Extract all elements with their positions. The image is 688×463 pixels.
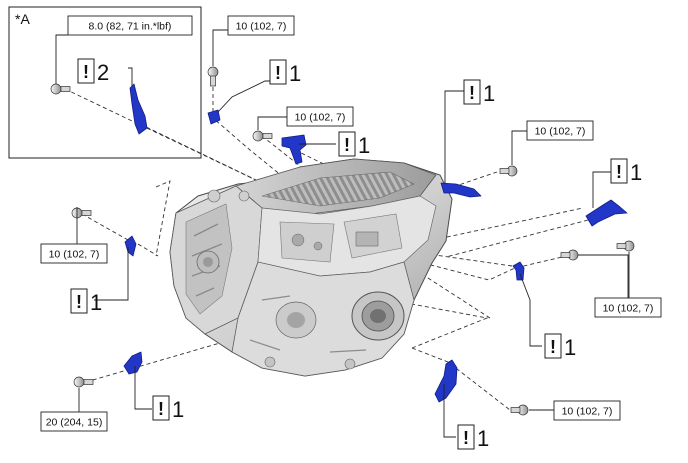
callout-bottom-left: ! 1: [152, 395, 184, 422]
svg-text:1: 1: [289, 61, 301, 86]
torque-upper-middle-bolt: 10 (102, 7): [286, 106, 354, 127]
svg-text:!: !: [463, 428, 469, 448]
svg-text:10 (102, 7): 10 (102, 7): [562, 406, 613, 418]
svg-text:1: 1: [172, 397, 184, 422]
svg-text:!: !: [83, 62, 89, 82]
svg-text:!: !: [158, 399, 164, 419]
svg-text:8.0 (82, 71 in.*lbf): 8.0 (82, 71 in.*lbf): [89, 21, 172, 33]
torque-specs: 8.0 (82, 71 in.*lbf) 10 (102, 7) 10 (102…: [40, 15, 662, 432]
svg-text:1: 1: [630, 160, 642, 185]
bolt-upper-right-icon: [499, 165, 518, 177]
svg-text:!: !: [275, 63, 281, 83]
svg-text:10 (102, 7): 10 (102, 7): [535, 126, 586, 138]
svg-text:!: !: [550, 337, 556, 357]
inset-label: *A: [15, 11, 30, 27]
torque-lower-left-bolt: 20 (204, 15): [40, 411, 108, 432]
svg-text:!: !: [469, 83, 475, 103]
bracket-right-lower: [512, 261, 525, 281]
bracket-upper-right: [440, 182, 482, 198]
svg-text:!: !: [76, 292, 82, 312]
svg-text:1: 1: [477, 426, 489, 451]
torque-left-bolt: 10 (102, 7): [40, 243, 108, 264]
bolt-lower-right-icon: [510, 404, 529, 416]
callout-top: ! 1: [269, 59, 301, 86]
solid-leader-lines: [55, 29, 630, 438]
brackets: [123, 83, 628, 403]
bracket-upper-middle: [281, 134, 307, 165]
callout-right-lower: ! 1: [544, 333, 576, 360]
torque-upper-right-bolt: 10 (102, 7): [526, 120, 594, 141]
callout-bottom-right: ! 1: [457, 424, 489, 451]
svg-text:!: !: [616, 162, 622, 182]
svg-text:1: 1: [358, 133, 370, 158]
svg-text:10 (102, 7): 10 (102, 7): [236, 21, 287, 33]
bolt-lower-left-icon: [73, 376, 94, 388]
bolt-right-icon: [560, 249, 579, 261]
callout-upper-middle: ! 1: [338, 131, 370, 158]
bracket-top: [207, 109, 221, 125]
transaxle-housing: [169, 158, 453, 377]
svg-text:1: 1: [483, 81, 495, 106]
bolt-upper-middle-icon: [252, 130, 273, 142]
torque-top-bolt: 10 (102, 7): [227, 15, 295, 36]
bolt-left-icon: [71, 207, 92, 219]
bracket-inset: [129, 83, 148, 135]
torque-inset-bolt: 8.0 (82, 71 in.*lbf): [67, 15, 193, 36]
svg-text:10 (102, 7): 10 (102, 7): [603, 303, 654, 315]
part-callouts: ! 2 ! 1 ! 1 ! 1 ! 1 ! 1 !: [70, 58, 642, 451]
inset-panel: *A: [8, 6, 202, 159]
callout-inset: ! 2: [77, 58, 109, 85]
bolt-top-icon: [207, 66, 219, 87]
bracket-bottom-left: [123, 351, 143, 375]
svg-text:20 (204, 15): 20 (204, 15): [46, 417, 103, 429]
svg-text:!: !: [344, 135, 350, 155]
callout-far-right: ! 1: [610, 158, 642, 185]
svg-text:10 (102, 7): 10 (102, 7): [295, 112, 346, 124]
svg-text:1: 1: [90, 290, 102, 315]
bracket-bottom-right: [434, 359, 458, 403]
bracket-far-right: [585, 199, 628, 227]
bolt-inset-icon: [50, 83, 71, 95]
torque-lower-right-bolt: 10 (102, 7): [553, 400, 621, 421]
svg-text:1: 1: [564, 335, 576, 360]
torque-right-bolt: 10 (102, 7): [594, 297, 662, 318]
bolt-far-right-icon: [616, 240, 635, 252]
callout-left: ! 1: [70, 288, 102, 315]
svg-text:2: 2: [97, 60, 109, 85]
callout-upper-right: ! 1: [463, 79, 495, 106]
svg-text:10 (102, 7): 10 (102, 7): [49, 249, 100, 261]
